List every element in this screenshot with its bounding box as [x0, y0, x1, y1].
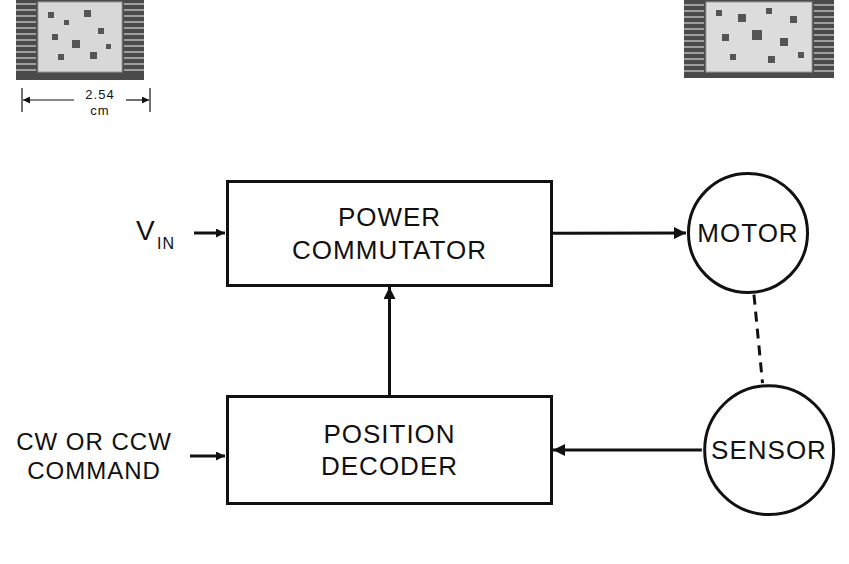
- chip-photo: [16, 0, 144, 80]
- signal-arrow: [553, 232, 686, 235]
- signal-subscript: IN: [157, 234, 175, 253]
- node-text: MOTOR: [697, 217, 798, 250]
- process-box: POWER COMMUTATOR: [226, 180, 553, 287]
- node-text: SENSOR: [711, 434, 827, 467]
- dimension-label: 2.54 cm: [78, 87, 122, 118]
- signal-name: V: [136, 214, 156, 248]
- chip-photo: [684, 0, 834, 78]
- node-text: POWER COMMUTATOR: [275, 201, 505, 266]
- dashed-link: [754, 295, 763, 383]
- input-arrow: [194, 232, 225, 235]
- node-text: POSITION DECODER: [275, 418, 505, 483]
- motor-circle: MOTOR: [686, 171, 810, 295]
- sensor-circle: SENSOR: [702, 383, 836, 517]
- signal-arrow: [553, 448, 702, 451]
- input-arrow: [190, 455, 225, 458]
- process-box: POSITION DECODER: [226, 395, 553, 505]
- command-label: CW OR CCW COMMAND: [2, 428, 186, 486]
- signal-arrow: [388, 287, 391, 395]
